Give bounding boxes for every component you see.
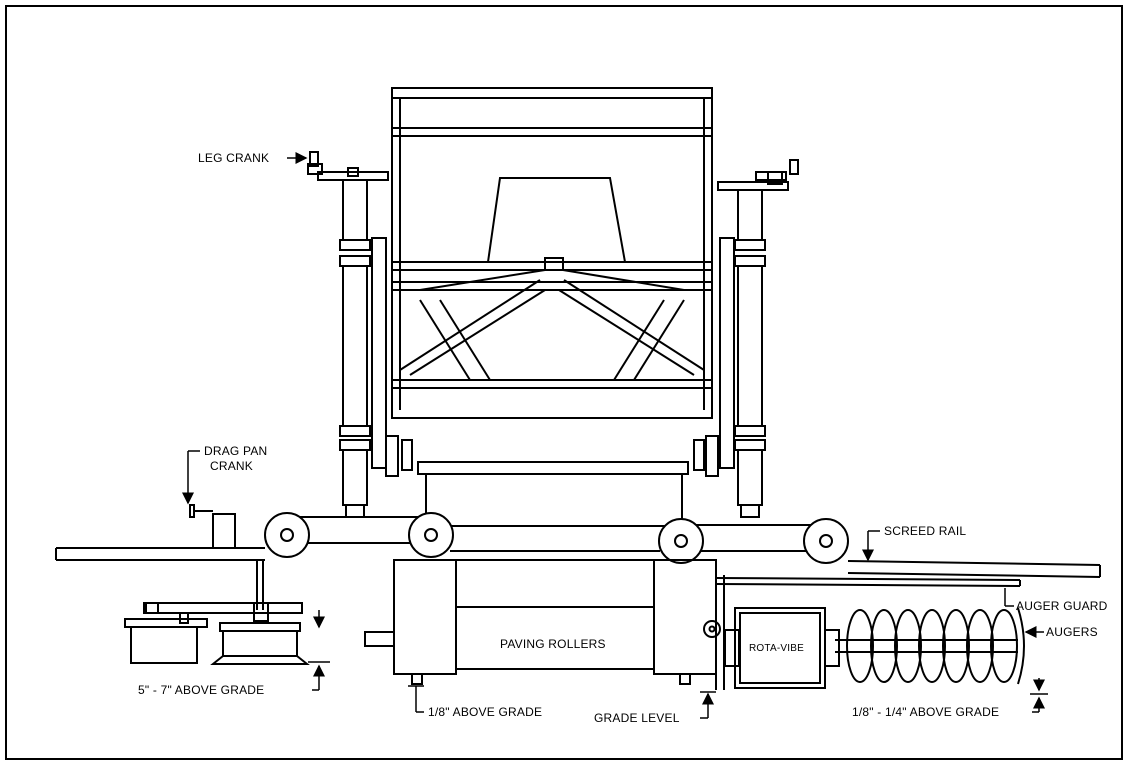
label-drag-pan-crank-2: CRANK	[210, 459, 253, 473]
right-wheel-assembly	[658, 518, 849, 564]
label-paving-rollers: PAVING ROLLERS	[500, 637, 606, 651]
label-5-7-above-grade: 5" - 7" ABOVE GRADE	[138, 683, 264, 697]
drag-pan-assembly	[124, 504, 310, 665]
label-1-8-above-grade: 1/8" ABOVE GRADE	[428, 705, 542, 719]
carriage	[417, 461, 689, 527]
label-rota-vibe: ROTA-VIBE	[749, 643, 804, 654]
screed-rail	[55, 547, 1101, 578]
label-auger-guard: AUGER GUARD	[1016, 599, 1108, 613]
augers	[846, 607, 1025, 685]
label-screed-rail: SCREED RAIL	[884, 524, 966, 538]
label-leg-crank: LEG CRANK	[198, 151, 269, 165]
label-grade-level: GRADE LEVEL	[594, 711, 680, 725]
paving-roller-box	[364, 559, 725, 690]
left-wheel-assembly	[264, 512, 454, 558]
left-leg	[307, 151, 413, 518]
right-leg	[693, 159, 799, 518]
label-1-8-1-4-above-grade: 1/8" - 1/4" ABOVE GRADE	[852, 705, 999, 719]
auger-guard	[715, 577, 1021, 587]
label-augers: AUGERS	[1046, 625, 1098, 639]
rota-vibe	[724, 607, 1018, 689]
diagram-frame	[5, 5, 1123, 760]
leader-lines	[182, 152, 1048, 719]
main-frame	[391, 87, 713, 419]
label-drag-pan-crank-1: DRAG PAN	[204, 444, 267, 458]
